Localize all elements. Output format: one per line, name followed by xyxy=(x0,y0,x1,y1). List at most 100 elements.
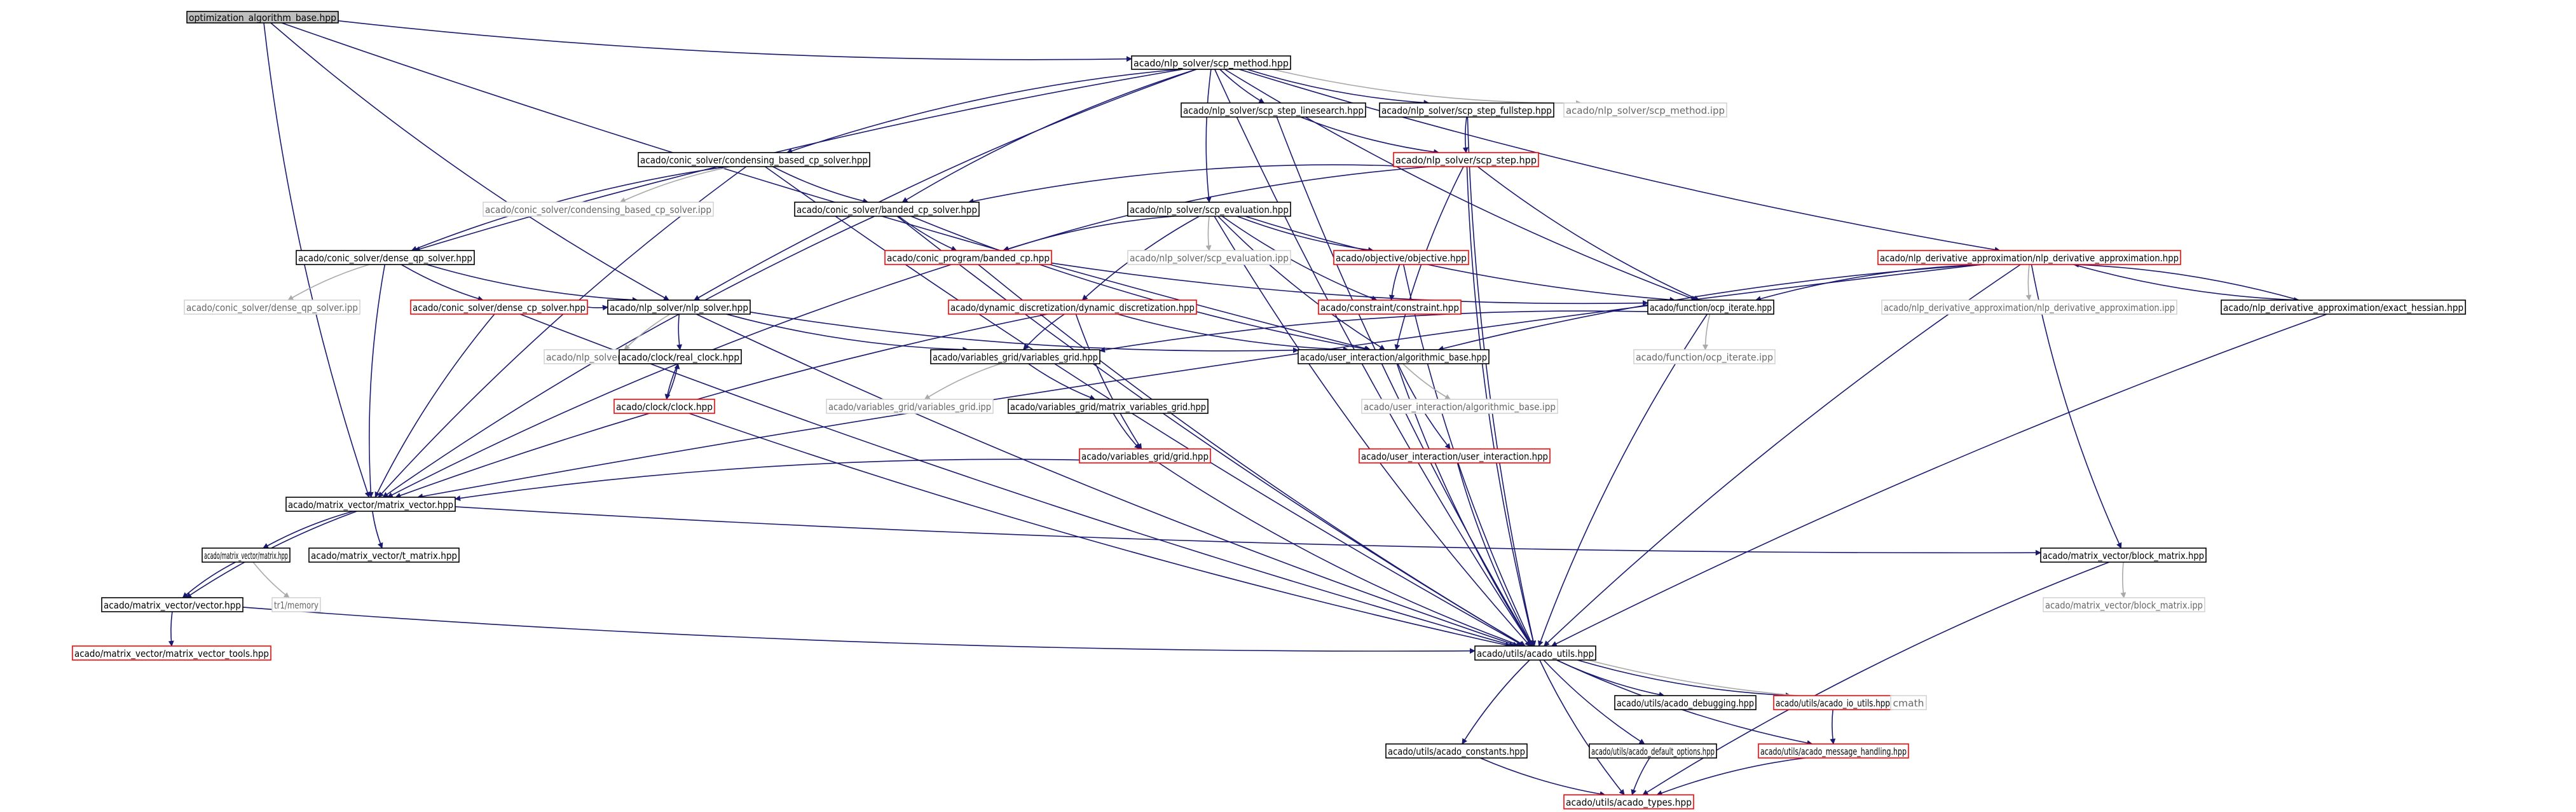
node-label: acado/nlp_derivative_approximation/nlp_d… xyxy=(1884,302,2175,314)
edge-dyn_disc-to-matrix_vector xyxy=(395,313,1048,499)
edge-dense_qp-to-dense_cp xyxy=(401,264,484,301)
edge-nlp_deriv-to-algorithmic_base xyxy=(1437,264,1985,352)
edge-condensing-to-condensing_ipp xyxy=(619,166,732,203)
node-acado-utils[interactable]: acado/utils/acado_utils.hpp xyxy=(1474,645,1596,661)
node-dense-cp[interactable]: acado/conic_solver/dense_cp_solver.hpp xyxy=(410,299,588,315)
node-block-matrix-ipp: acado/matrix_vector/block_matrix.ipp xyxy=(2043,597,2205,612)
node-exact-hessian[interactable]: acado/nlp_derivative_approximation/exact… xyxy=(2221,299,2466,315)
edge-acado_constants-to-acado_types xyxy=(1479,757,1606,797)
edge-dense_cp-to-matrix_vector xyxy=(374,313,495,498)
node-box xyxy=(619,349,742,364)
node-scp-method[interactable]: acado/nlp_solver/scp_method.hpp xyxy=(1131,55,1291,70)
node-matrix-vector[interactable]: acado/matrix_vector/matrix_vector.hpp xyxy=(285,497,456,512)
node-label: acado/constraint/constraint.hpp xyxy=(1320,302,1459,313)
node-box xyxy=(483,202,714,217)
edge-acado_utils-to-acado_default_options xyxy=(1543,659,1645,745)
node-real-clock[interactable]: acado/clock/real_clock.hpp xyxy=(619,349,742,364)
node-acado-debugging[interactable]: acado/utils/acado_debugging.hpp xyxy=(1614,695,1757,710)
node-block-matrix[interactable]: acado/matrix_vector/block_matrix.hpp xyxy=(2040,547,2207,563)
node-box xyxy=(184,299,360,315)
node-box xyxy=(72,645,271,661)
node-banded-cp[interactable]: acado/conic_program/banded_cp.hpp xyxy=(884,250,1052,265)
node-matrix-vars-grid[interactable]: acado/variables_grid/matrix_variables_gr… xyxy=(1008,399,1209,414)
node-label: acado/conic_solver/dense_qp_solver.hpp xyxy=(298,252,472,265)
edge-banded_cp_solver-to-matrix_vector xyxy=(382,216,875,498)
node-scp-fullstep[interactable]: acado/nlp_solver/scp_step_fullstep.hpp xyxy=(1379,102,1554,118)
node-label: acado/conic_solver/dense_qp_solver.ipp xyxy=(186,302,358,314)
node-acado-io-utils[interactable]: acado/utils/acado_io_utils.hpp xyxy=(1773,695,1893,710)
node-box xyxy=(296,250,475,265)
node-label: acado/variables_grid/variables_grid.ipp xyxy=(828,401,991,413)
node-label: acado/user_interaction/algorithmic_base.… xyxy=(1364,401,1556,413)
edge-variables_grid-to-variables_grid_ipp xyxy=(924,363,1001,400)
edge-condensing-to-dense_qp xyxy=(411,166,728,252)
edge-dyn_disc-to-grid xyxy=(1075,313,1142,450)
node-box xyxy=(1127,202,1291,217)
node-label: acado/utils/acado_types.hpp xyxy=(1566,797,1692,809)
node-variables-grid[interactable]: acado/variables_grid/variables_grid.hpp xyxy=(930,349,1100,364)
edge-root-to-scp_method xyxy=(338,20,1132,62)
node-dyn-disc[interactable]: acado/dynamic_discretization/dynamic_dis… xyxy=(948,299,1197,315)
node-label: acado/matrix_vector/matrix.hpp xyxy=(204,550,288,562)
node-box xyxy=(1589,743,1717,759)
node-matrix[interactable]: acado/matrix_vector/matrix.hpp xyxy=(202,547,291,563)
edge-banded_cp-to-ocp_iterate xyxy=(1051,262,1648,306)
edge-nlp_deriv-to-matrix_vector xyxy=(417,264,1983,499)
edge-banded_cp-to-acado_utils xyxy=(978,264,1526,647)
edge-grid-to-acado_utils xyxy=(1158,462,1523,647)
node-scp-evaluation[interactable]: acado/nlp_solver/scp_evaluation.hpp xyxy=(1127,202,1291,217)
node-label: acado/function/ocp_iterate.ipp xyxy=(1636,352,1773,364)
node-box xyxy=(826,399,994,414)
node-label: acado/conic_solver/dense_cp_solver.hpp xyxy=(413,302,586,314)
edge-matrix_vars_grid-to-grid xyxy=(1113,413,1141,450)
node-nlp-deriv-ipp: acado/nlp_derivative_approximation/nlp_d… xyxy=(1881,299,2177,315)
node-ocp-iterate[interactable]: acado/function/ocp_iterate.hpp xyxy=(1647,299,1774,315)
node-label: acado/function/ocp_iterate.hpp xyxy=(1650,302,1772,314)
node-root[interactable]: optimization_algorithm_base.hpp xyxy=(186,11,339,24)
node-label: acado/nlp_solver/nlp_solver.hpp xyxy=(610,302,748,314)
node-user-interaction[interactable]: acado/user_interaction/user_interaction.… xyxy=(1359,448,1551,464)
edge-banded_cp_solver-to-algorithmic_base xyxy=(910,216,1371,352)
node-tr1-memory: tr1/memory xyxy=(271,597,321,612)
node-scp-step[interactable]: acado/nlp_solver/scp_step.hpp xyxy=(1393,152,1539,167)
node-condensing[interactable]: acado/conic_solver/condensing_based_cp_s… xyxy=(638,152,870,167)
node-box xyxy=(607,299,751,315)
node-label: acado/nlp_solver/scp_method.hpp xyxy=(1134,58,1289,70)
node-clock[interactable]: acado/clock/clock.hpp xyxy=(613,399,715,414)
node-t-matrix[interactable]: acado/matrix_vector/t_matrix.hpp xyxy=(308,547,460,563)
node-box xyxy=(1361,399,1558,414)
node-nlp-deriv[interactable]: acado/nlp_derivative_approximation/nlp_d… xyxy=(1877,250,2181,265)
node-constraint[interactable]: acado/constraint/constraint.hpp xyxy=(1318,299,1462,315)
node-acado-types[interactable]: acado/utils/acado_types.hpp xyxy=(1563,794,1694,809)
node-box xyxy=(186,11,339,24)
node-box xyxy=(794,202,980,217)
edge-scp_method-to-scp_method_ipp xyxy=(1272,69,1582,106)
node-acado-constants[interactable]: acado/utils/acado_constants.hpp xyxy=(1385,743,1528,759)
node-label: acado/utils/acado_message_handling.hpp xyxy=(1760,746,1907,758)
node-nlp-solver[interactable]: acado/nlp_solver/nlp_solver.hpp xyxy=(607,299,751,315)
node-dense-qp[interactable]: acado/conic_solver/dense_qp_solver.hpp xyxy=(296,250,475,265)
edge-dense_cp-to-nlp_solver xyxy=(587,305,608,311)
node-box xyxy=(613,399,715,414)
edge-nlp_deriv-to-nlp_deriv_ipp xyxy=(2025,264,2032,301)
edge-scp_evaluation-to-banded_cp xyxy=(1003,216,1175,252)
node-banded-cp-solver[interactable]: acado/conic_solver/banded_cp_solver.hpp xyxy=(794,202,980,217)
node-grid[interactable]: acado/variables_grid/grid.hpp xyxy=(1079,448,1211,464)
node-label: acado/nlp_derivative_approximation/exact… xyxy=(2223,302,2463,314)
node-acado-default-options[interactable]: acado/utils/acado_default_options.hpp xyxy=(1589,743,1717,759)
node-scp-linesearch[interactable]: acado/nlp_solver/scp_step_linesearch.hpp xyxy=(1181,102,1366,118)
node-box xyxy=(308,547,460,563)
node-label: acado/conic_program/banded_cp.hpp xyxy=(887,252,1050,265)
node-vector-tools[interactable]: acado/matrix_vector/matrix_vector_tools.… xyxy=(72,645,271,661)
edge-real_clock-to-clock xyxy=(664,363,679,400)
edge-acado_io_utils-to-acado_message_handling xyxy=(1830,709,1836,745)
edge-vector-to-acado_utils xyxy=(242,607,1476,654)
node-acado-message-handling[interactable]: acado/utils/acado_message_handling.hpp xyxy=(1758,743,1909,759)
node-box xyxy=(1563,102,1727,118)
node-box xyxy=(2043,597,2205,612)
node-label: acado/matrix_vector/matrix_vector.hpp xyxy=(288,499,453,511)
node-vector[interactable]: acado/matrix_vector/vector.hpp xyxy=(101,597,243,612)
node-objective[interactable]: acado/objective/objective.hpp xyxy=(1333,250,1469,265)
node-algorithmic-base[interactable]: acado/user_interaction/algorithmic_base.… xyxy=(1298,349,1490,364)
edge-matrix-to-tr1_memory xyxy=(252,561,290,598)
